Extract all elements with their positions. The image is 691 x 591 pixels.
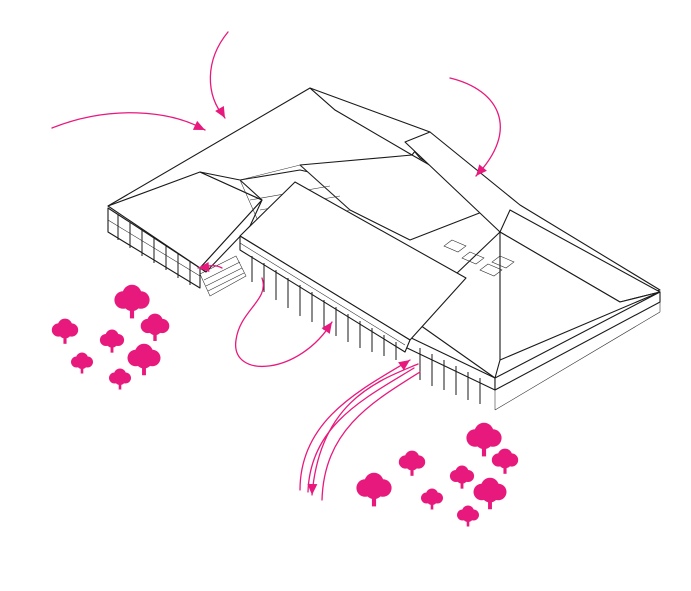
tree-icon [127, 343, 161, 376]
tree-icon [140, 313, 170, 341]
flow-arrow [51, 112, 206, 131]
arrowhead [192, 120, 205, 130]
tree-icon [114, 284, 150, 319]
skylights [443, 239, 515, 277]
arrowhead [476, 164, 487, 176]
east-wing-walls [419, 302, 661, 411]
east-wing-roof [404, 131, 661, 391]
tree-icon [398, 450, 426, 476]
tree-icon [109, 368, 131, 390]
flow-arrow [449, 77, 501, 177]
tree-icon [421, 488, 443, 510]
flow-arrow [311, 363, 419, 496]
arrowhead [321, 322, 332, 334]
tree-icon [99, 329, 125, 353]
flow-arrow [321, 371, 421, 501]
arrowhead [215, 105, 225, 118]
central-grid-roof [239, 181, 467, 353]
west-wing-roof [107, 171, 263, 273]
tree-icon [466, 422, 502, 457]
trees [51, 284, 519, 527]
tree-icon [71, 352, 93, 374]
flow-arrow [299, 359, 411, 491]
flow-arrow [307, 367, 415, 493]
entry-stair [199, 255, 247, 297]
flow-arrow [209, 31, 229, 119]
arrowhead [198, 262, 210, 273]
central-hall-columns [251, 256, 397, 360]
tree-icon [449, 465, 475, 489]
tree-icon [473, 477, 507, 510]
tree-icon [356, 472, 392, 507]
west-wing-walls [107, 207, 201, 289]
flow-arrow [235, 277, 333, 368]
building [107, 87, 661, 411]
arrowhead [307, 483, 318, 495]
tree-icon [491, 448, 519, 474]
tree-icon [51, 318, 79, 344]
flow-arrows [51, 31, 501, 501]
arrowhead [398, 360, 410, 371]
tree-icon [457, 505, 479, 527]
